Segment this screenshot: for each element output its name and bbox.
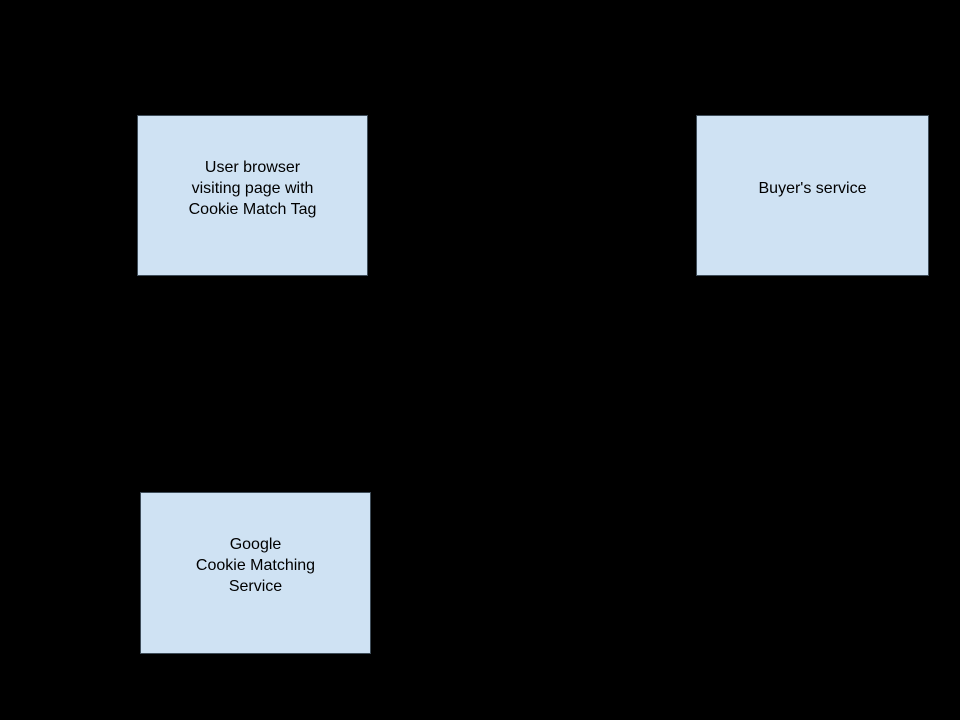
node-label-line: visiting page with: [191, 179, 314, 197]
node-user-browser: User browser visiting page with Cookie M…: [137, 115, 368, 276]
node-label-line: User browser: [204, 158, 301, 176]
node-label-line: Buyer's service: [758, 179, 867, 197]
node-buyers-service: Buyer's service: [696, 115, 929, 276]
node-label-line: Google: [229, 536, 282, 553]
node-label-line: Service: [228, 578, 283, 595]
node-label-line: Cookie Match Tag: [188, 200, 317, 218]
node-label-line: Cookie Matching: [195, 557, 316, 574]
node-google-cookie-matching-service: Google Cookie Matching Service: [140, 492, 371, 654]
